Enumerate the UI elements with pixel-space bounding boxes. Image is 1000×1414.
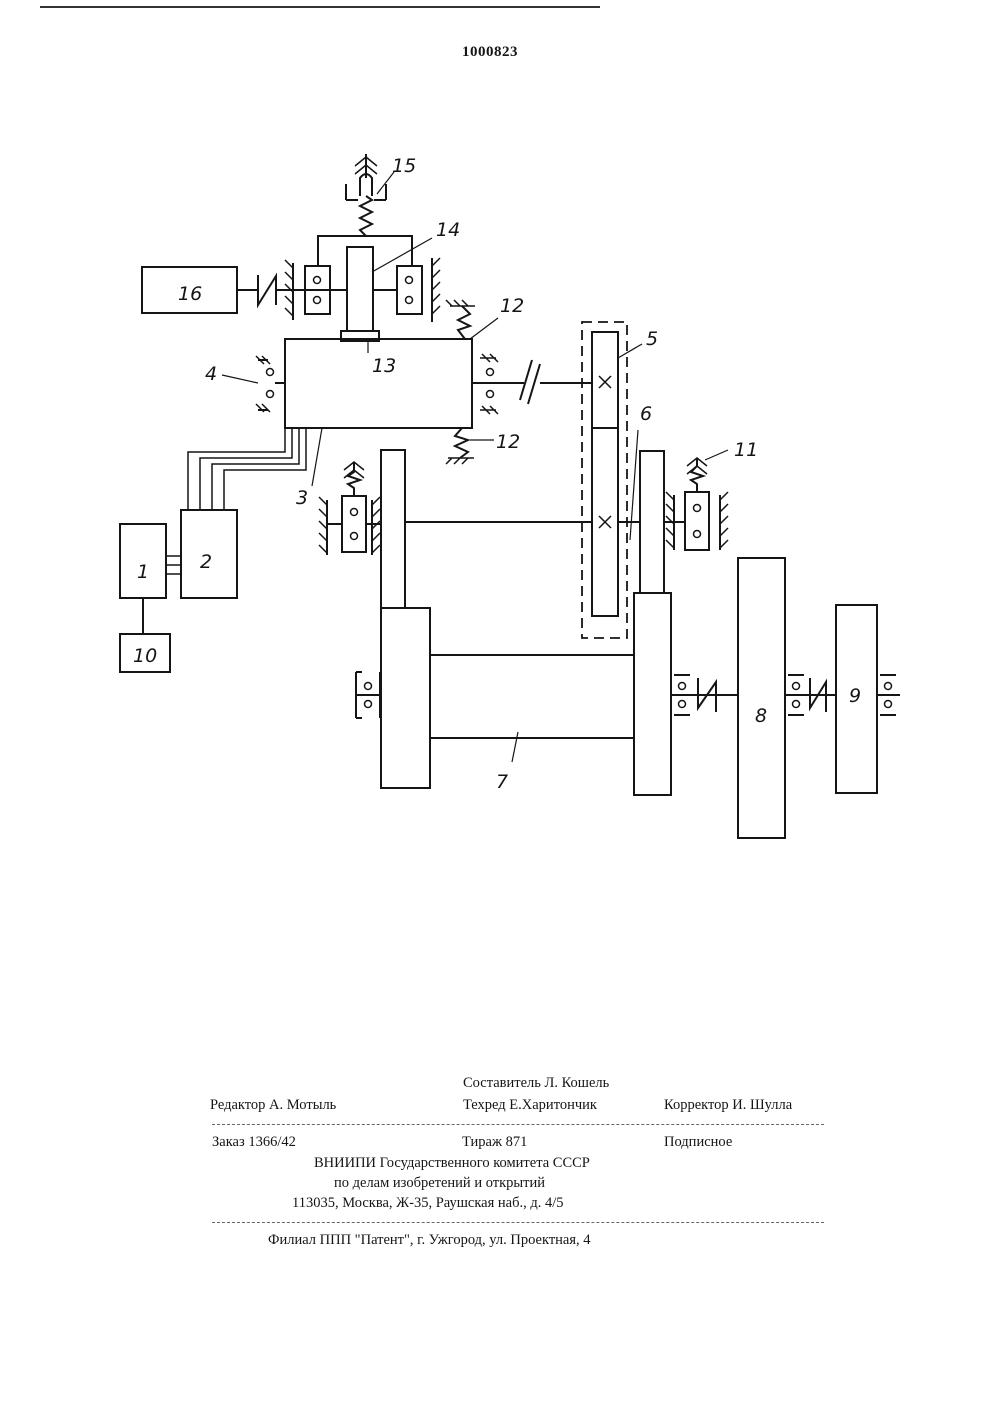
org-line-3: 113035, Москва, Ж-35, Раушская наб., д. … (292, 1195, 564, 1212)
label-16: 16 (178, 283, 202, 305)
element-8 (738, 558, 785, 838)
label-1: 1 (137, 561, 149, 583)
techred: Техред Е.Харитончик (463, 1097, 597, 1114)
element-14 (347, 247, 373, 331)
gear-left-lower (381, 608, 430, 788)
label-12-top: 12 (500, 295, 524, 317)
subscription: Подписное (664, 1134, 732, 1151)
kinematic-diagram: 15 14 16 12 5 13 4 6 12 11 3 2 1 10 9 8 … (0, 0, 1000, 1000)
label-2: 2 (200, 551, 212, 573)
bracket-15 (318, 236, 412, 266)
composer: Составитель Л. Кошель (463, 1075, 609, 1092)
gear-right-lower (634, 593, 671, 795)
label-14: 14 (436, 219, 460, 241)
label-7: 7 (496, 771, 508, 793)
branch: Филиал ППП "Патент", г. Ужгород, ул. Про… (268, 1232, 591, 1249)
label-5: 5 (646, 328, 658, 350)
spring-11 (691, 458, 703, 492)
label-4: 4 (205, 363, 217, 385)
bearing-upper-right (397, 266, 422, 314)
label-3: 3 (296, 487, 308, 509)
spring-12-bottom (455, 428, 468, 458)
gear-6 (640, 451, 664, 593)
org-line-2: по делам изобретений и открытий (334, 1175, 545, 1192)
coupling-n-16 (258, 275, 276, 305)
editor: Редактор А. Мотыль (210, 1097, 336, 1114)
order: Заказ 1366/42 (212, 1134, 296, 1151)
footer-rule-top (212, 1124, 824, 1125)
label-10: 10 (133, 645, 157, 667)
circulation: Тираж 871 (462, 1134, 527, 1151)
bearing-left-shaft (342, 496, 366, 552)
label-6: 6 (640, 403, 652, 425)
spring-12-top (458, 306, 470, 339)
gear-5 (592, 332, 618, 616)
gear-left-upper (381, 450, 405, 608)
bearing-11 (685, 492, 709, 550)
org-line-1: ВНИИПИ Государственного комитета СССР (314, 1155, 590, 1172)
body-3 (285, 339, 472, 428)
spring-15 (360, 196, 372, 236)
label-8: 8 (755, 705, 767, 727)
label-13: 13 (372, 355, 396, 377)
label-11: 11 (734, 439, 758, 461)
gear-housing-5 (582, 322, 627, 638)
corrector: Корректор И. Шулла (664, 1097, 792, 1114)
footer-rule-bottom (212, 1222, 824, 1223)
label-15: 15 (392, 155, 416, 177)
label-9: 9 (849, 685, 861, 707)
label-12-bottom: 12 (496, 431, 520, 453)
